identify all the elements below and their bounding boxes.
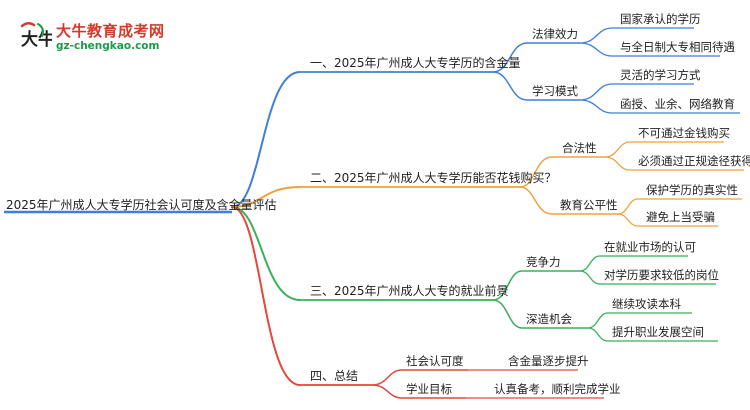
branch-3-label: 三、2025年广州成人大专的就业前景 [310,284,509,298]
logo-mark-text: 大牛 [21,29,52,50]
logo: 大牛 大牛教育成考网 gz-chengkao.com [18,16,168,56]
link-root-branch4 [231,206,301,386]
node-further-study: 深造机会 [526,312,572,326]
node-social-recognition: 社会认可度 [406,354,464,368]
logo-mark-icon: 大牛 [20,22,52,50]
node-study-mode: 学习模式 [532,84,578,98]
leaf-avoid-scam: 避免上当受骗 [646,210,715,224]
node-legal-effect: 法律效力 [532,27,578,41]
mindmap-root: 2025年广州成人大专学历社会认可度及含金量评估 [6,198,277,212]
node-education-fairness: 教育公平性 [560,198,618,212]
link-root-branch3 [231,206,301,301]
leaf-flexible-study: 灵活的学习方式 [620,68,701,82]
node-competitiveness: 竞争力 [526,255,561,269]
leaf-low-requirement-jobs: 对学历要求较低的岗位 [604,268,719,282]
leaf-protect-authenticity: 保护学历的真实性 [646,183,738,197]
branch-4-label: 四、总结 [310,369,359,383]
leaf-market-recognition: 在就业市场的认可 [604,240,696,254]
leaf-cannot-buy: 不可通过金钱购买 [638,126,730,140]
logo-title: 大牛教育成考网 [56,22,165,40]
node-study-goal: 学业目标 [406,382,452,396]
leaf-value-rising: 含金量逐步提升 [508,354,589,368]
leaf-undergraduate-study: 继续攻读本科 [612,297,681,311]
branch-1-label: 一、2025年广州成人大专学历的含金量 [310,56,521,70]
leaf-national-recognized: 国家承认的学历 [620,12,701,26]
leaf-same-treatment: 与全日制大专相同待遇 [620,40,735,54]
link-root-branch2 [231,186,301,208]
branch-2-label: 二、2025年广州成人大专学历能否花钱购买？ [310,171,557,185]
node-legality: 合法性 [562,141,597,155]
leaf-career-growth: 提升职业发展空间 [612,325,704,339]
leaf-formal-channel: 必须通过正规途径获得 [638,154,750,168]
logo-url: gz-chengkao.com [56,40,160,52]
leaf-complete-study: 认真备考，顺利完成学业 [494,382,621,396]
leaf-study-forms: 函授、业余、网络教育 [620,97,735,111]
link-root-branch1 [231,71,301,208]
